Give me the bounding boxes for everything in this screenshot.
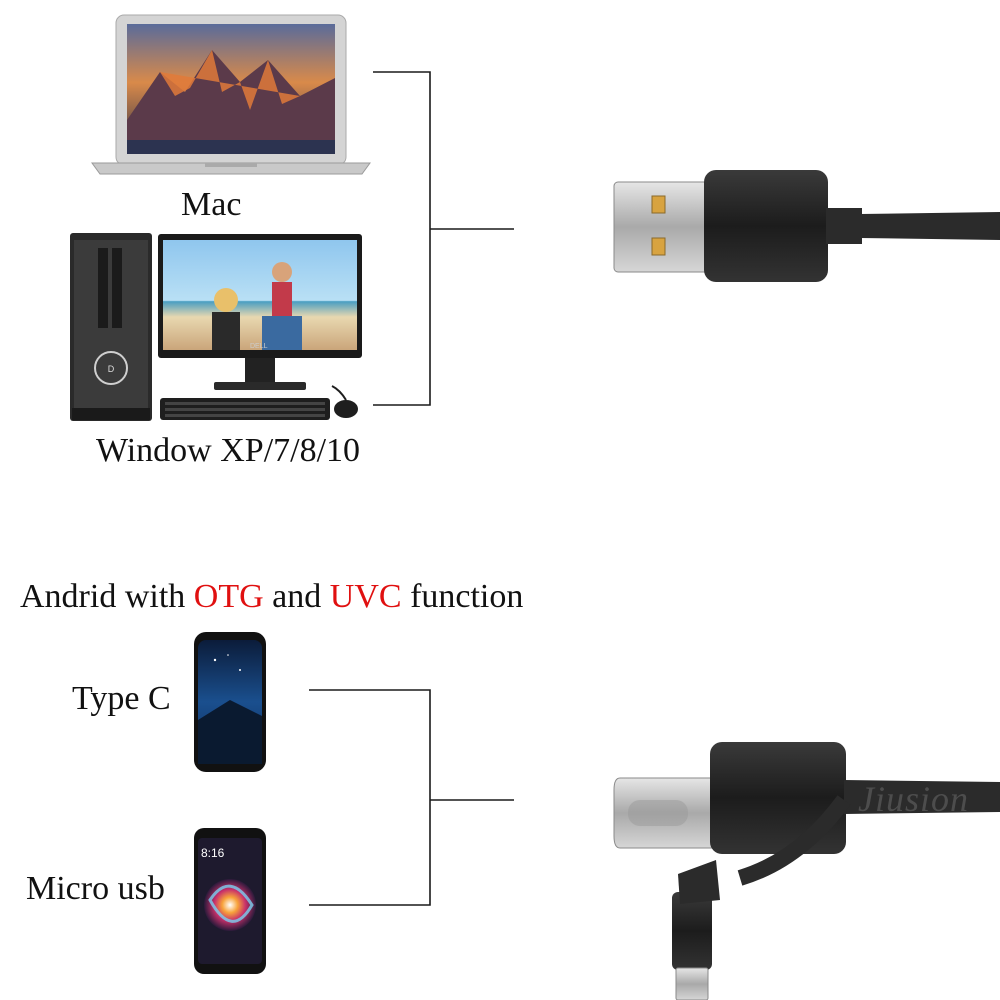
- mac-label: Mac: [181, 186, 242, 223]
- type-c-label: Type C: [72, 680, 171, 717]
- otg-highlight: OTG: [193, 578, 264, 615]
- phone-clock: 8:16: [201, 846, 225, 860]
- uvc-highlight: UVC: [329, 578, 402, 615]
- connector-lines: [309, 71, 514, 906]
- android-heading-suffix: function: [401, 578, 524, 615]
- desktop-pc-icon: D: [70, 233, 362, 421]
- monitor-brand: DELL: [250, 343, 268, 350]
- laptop-icon: [91, 14, 371, 175]
- windows-label: Window XP/7/8/10: [96, 432, 361, 469]
- usb-c-plug-icon: [613, 742, 1000, 886]
- android-heading: Andrid with OTG and UVC function: [20, 578, 523, 616]
- micro-usb-plug-icon: [672, 860, 720, 1000]
- tower-logo: D: [108, 364, 115, 374]
- micro-usb-label: Micro usb: [26, 870, 165, 907]
- watermark: Jiusion: [858, 779, 969, 819]
- android-heading-and: and: [263, 578, 330, 615]
- phone-icon: [194, 828, 266, 974]
- usb-a-plug-icon: [613, 170, 1000, 282]
- phone-icon: [194, 632, 266, 772]
- android-heading-prefix: Andrid with: [20, 578, 194, 615]
